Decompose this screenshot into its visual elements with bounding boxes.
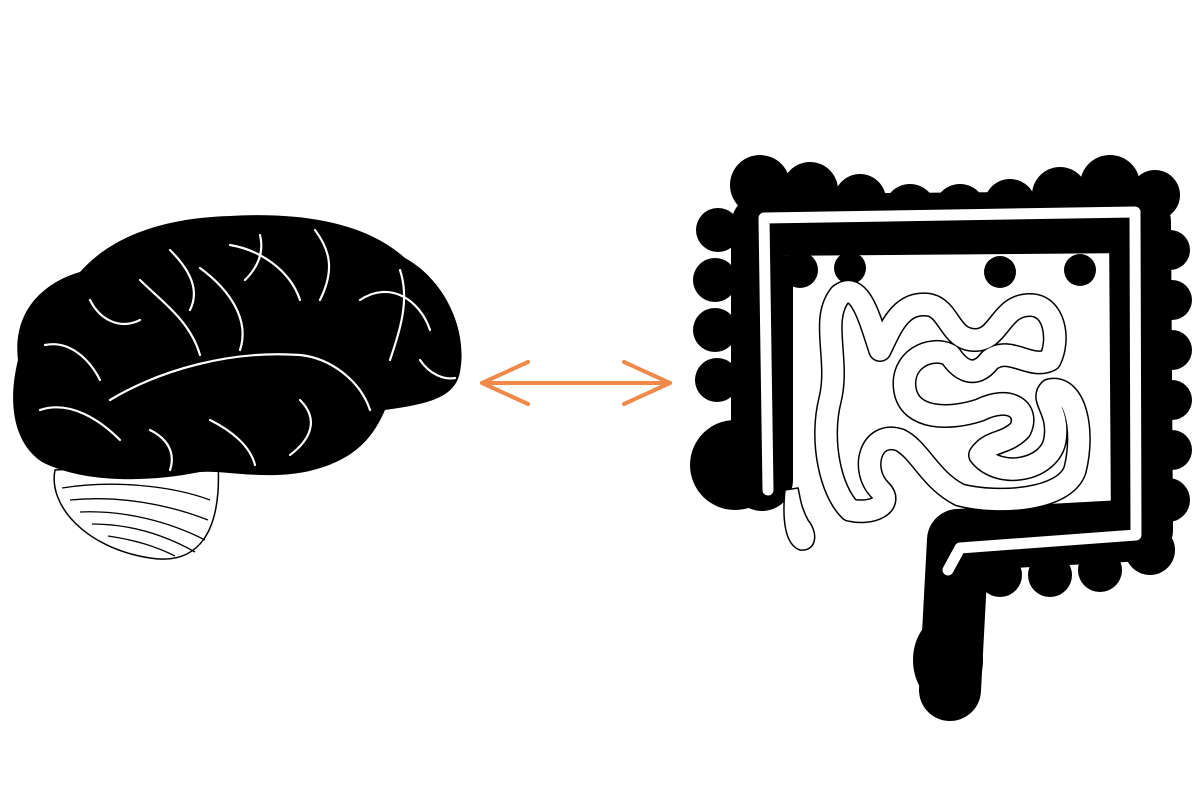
cerebellum [53, 461, 220, 560]
intestines-icon [690, 155, 1192, 721]
small-intestine [814, 280, 1091, 524]
cerebrum [13, 215, 462, 480]
appendix [783, 487, 816, 551]
brain-sulci [38, 228, 457, 472]
colon-lumen [758, 206, 1142, 576]
cerebellum-folds [61, 483, 211, 557]
brain-icon [13, 215, 462, 560]
double-arrow-icon [480, 360, 672, 406]
